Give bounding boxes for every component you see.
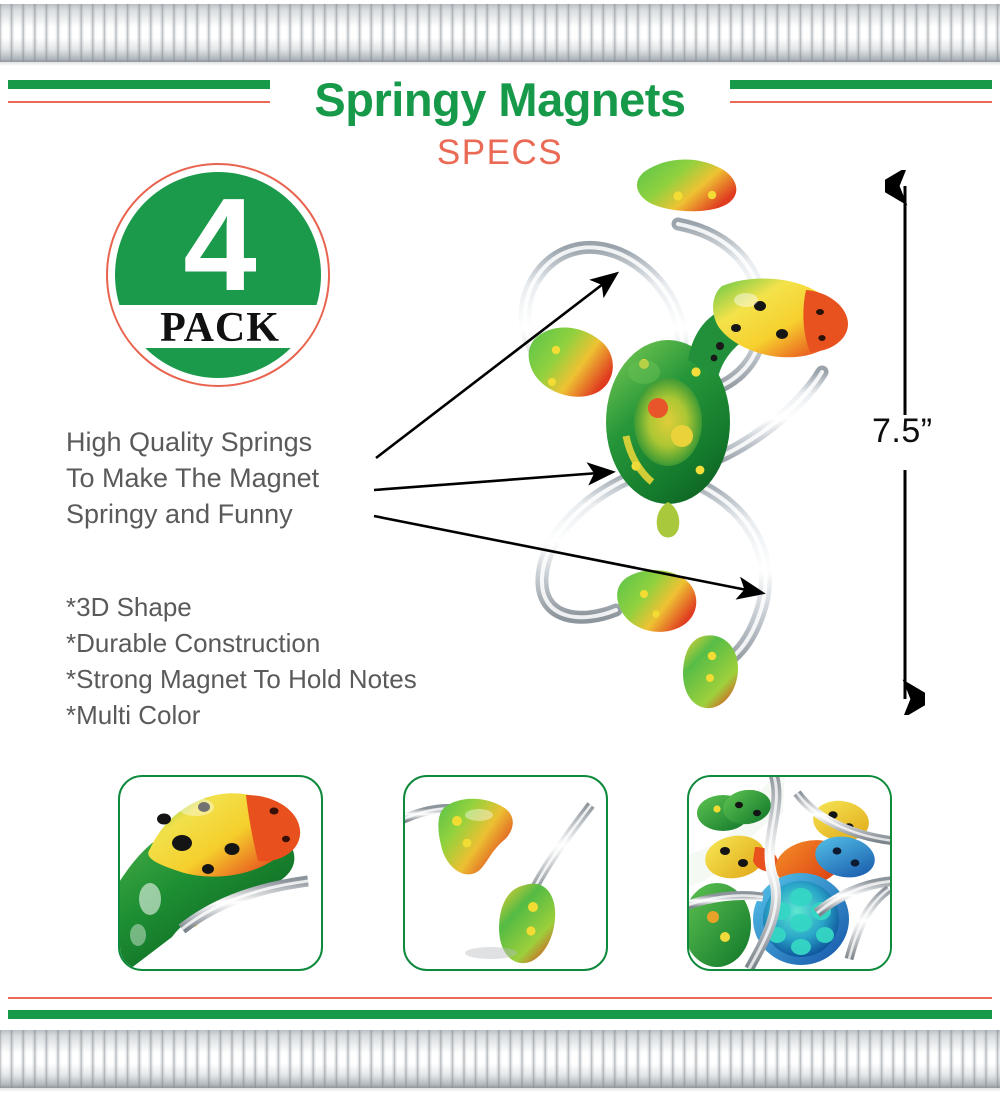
callout-line-1: High Quality Springs bbox=[66, 427, 313, 457]
spring-quality-callout: High Quality Springs To Make The Magnet … bbox=[66, 424, 406, 532]
header-rule-red-left bbox=[8, 101, 270, 103]
bullet-item: *Durable Construction bbox=[66, 628, 321, 658]
turtle-shell bbox=[606, 340, 730, 538]
spring-coil-shadow-bottom bbox=[0, 1086, 1000, 1092]
spring-coil-graphic-bottom bbox=[0, 1030, 1000, 1088]
thumb-feet-art bbox=[405, 798, 595, 964]
spring-coil-graphic-top bbox=[0, 4, 1000, 62]
callout-arrows bbox=[373, 271, 766, 600]
page-title: Springy Magnets bbox=[314, 73, 686, 126]
arrow-to-lower-spring bbox=[373, 514, 766, 600]
arrow-to-upper-spring bbox=[375, 271, 620, 460]
thumbnail-multi-color-turtles bbox=[687, 775, 892, 971]
turtle-head bbox=[688, 278, 848, 378]
height-dimension-label: 7.5” bbox=[872, 412, 933, 450]
footer-rule-green bbox=[8, 1010, 992, 1019]
arrow-to-mid-spring bbox=[373, 462, 616, 492]
thumb-head-art bbox=[120, 793, 309, 969]
bullet-item: *Strong Magnet To Hold Notes bbox=[66, 664, 417, 694]
feature-bullet-list: *3D Shape *Durable Construction *Strong … bbox=[66, 589, 506, 733]
header-rule-green-left bbox=[8, 80, 270, 89]
bullet-item: *Multi Color bbox=[66, 700, 201, 730]
pack-count-badge: 4 PACK bbox=[106, 163, 330, 387]
height-dimension-arrow bbox=[885, 170, 925, 715]
header-rule-green-right bbox=[730, 80, 992, 89]
callout-line-3: Springy and Funny bbox=[66, 499, 293, 529]
badge-count-number: 4 bbox=[183, 171, 257, 318]
badge-pack-label: PACK bbox=[160, 305, 280, 351]
spring-coil-shadow-top bbox=[0, 60, 1000, 66]
header-rule-red-right bbox=[730, 101, 992, 103]
callout-line-2: To Make The Magnet bbox=[66, 463, 320, 493]
page-subtitle: SPECS bbox=[436, 133, 564, 172]
thumbnail-turtle-head-closeup bbox=[118, 775, 323, 971]
thumbnail-turtle-feet-closeup bbox=[403, 775, 608, 971]
turtle-foot-lower-left bbox=[617, 570, 697, 632]
turtle-foot-top-right bbox=[637, 159, 737, 212]
thumb-group-art bbox=[689, 777, 890, 969]
badge-white-band bbox=[108, 305, 328, 348]
footer-rule-red bbox=[8, 997, 992, 999]
bullet-item: *3D Shape bbox=[66, 592, 192, 622]
turtle-foot-mid-left bbox=[528, 327, 613, 397]
turtle-foot-lower-right bbox=[682, 635, 738, 709]
